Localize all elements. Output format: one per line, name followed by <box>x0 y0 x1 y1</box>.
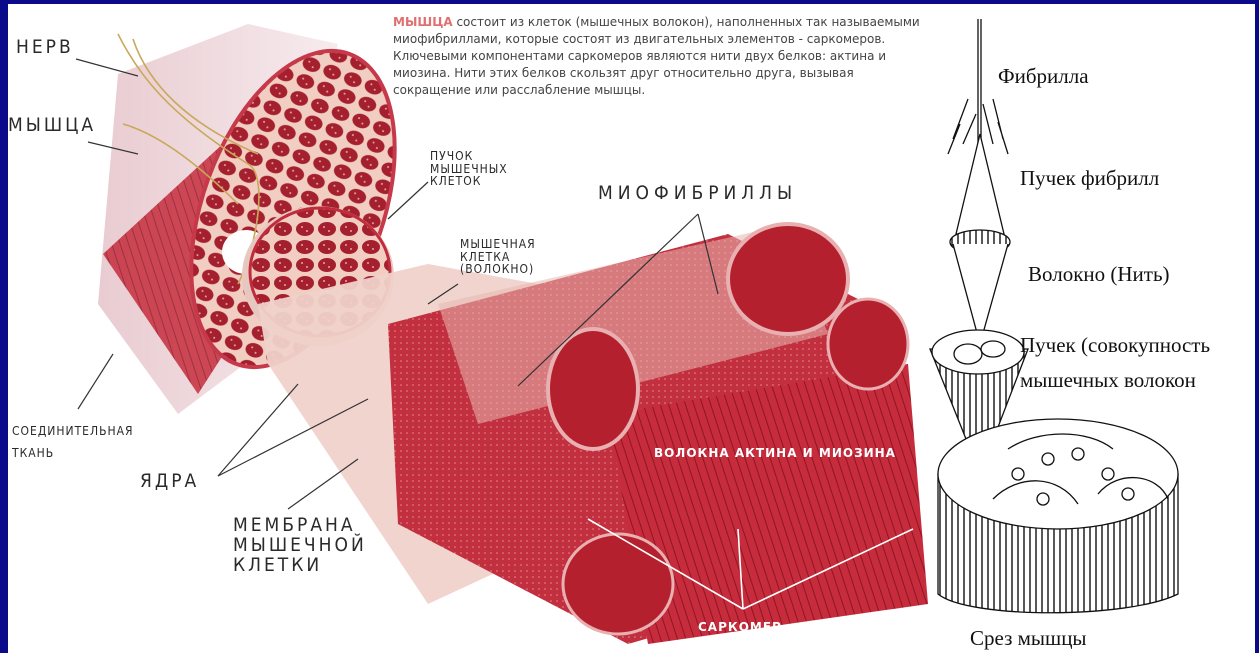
label-fibril: Фибрилла <box>998 64 1089 89</box>
label-myofibrils: МИОФИБРИЛЛЫ <box>598 184 797 204</box>
label-muscle: МЫШЦА <box>8 116 96 136</box>
muscle-illustration <box>8 4 1255 653</box>
schematic-muscle <box>930 19 1178 613</box>
description-text: МЫШЦА состоит из клеток (мышечных волоко… <box>393 14 933 99</box>
label-nuclei: ЯДРА <box>140 472 199 492</box>
description-keyword: МЫШЦА <box>393 15 453 29</box>
label-fascicle: Пучек (совокупность <box>1020 333 1210 358</box>
label-fibril-bundle: Пучек фибрилл <box>1020 166 1159 191</box>
diagram-canvas: МЫШЦА состоит из клеток (мышечных волоко… <box>8 4 1255 653</box>
label-bundle: ПУЧОК МЫШЕЧНЫХ КЛЕТОК <box>430 150 508 188</box>
label-connective-tissue: СОЕДИНИТЕЛЬНАЯ ТКАНЬ <box>12 420 134 464</box>
label-muscle-section: Срез мышцы <box>970 626 1087 651</box>
label-fiber: Волокно (Нить) <box>1028 262 1170 287</box>
label-sarcomere: САРКОМЕР <box>698 620 782 635</box>
label-nerve: НЕРВ <box>16 38 74 58</box>
label-actin-myosin: ВОЛОКНА АКТИНА И МИОЗИНА <box>654 446 896 461</box>
label-membrane: МЕМБРАНА МЫШЕЧНОЙ КЛЕТКИ <box>233 516 367 576</box>
label-muscle-cell: МЫШЕЧНАЯ КЛЕТКА (ВОЛОКНО) <box>460 238 536 276</box>
description-body: состоит из клеток (мышечных волокон), на… <box>393 15 920 97</box>
muscle-fiber-tube <box>258 224 928 644</box>
label-fascicle-cont: мышечных волокон <box>1020 368 1196 393</box>
